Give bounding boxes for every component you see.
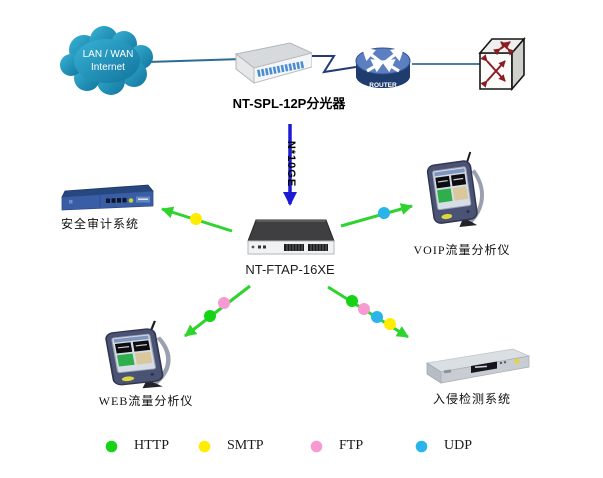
legend-label-ftp: FTP [339, 438, 364, 453]
traffic-dot-http [204, 310, 216, 322]
router-label: ROUTER [369, 82, 397, 89]
ids-label: 入侵检测系统 [432, 392, 512, 406]
traffic-dot-ftp [218, 297, 230, 309]
arrow-to-voip-analyzer [340, 203, 413, 228]
link-cloud-splitter [147, 58, 243, 63]
legend-item-smtp: SMTP [198, 438, 264, 454]
web-analyzer-label: WEB流量分析仪 [98, 394, 194, 408]
uplink-label: N*10GE [285, 140, 297, 188]
traffic-dot-udp [371, 311, 383, 323]
voip-analyzer-label: VOIP流量分析仪 [413, 243, 511, 257]
legend-item-udp: UDP [415, 438, 472, 454]
switch-icon [478, 33, 530, 93]
legend-item-ftp: FTP [310, 438, 363, 454]
security-audit-label: 安全审计系统 [60, 217, 140, 231]
udp-dot-icon [415, 440, 428, 452]
tap-label: NT-FTAP-16XE [245, 262, 335, 277]
cloud-label-line2: Internet [91, 62, 125, 73]
internet-cloud-icon: LAN / WAN Internet [58, 22, 158, 98]
traffic-dot-udp [378, 207, 390, 219]
legend-label-udp: UDP [444, 438, 473, 453]
traffic-dot-ftp [358, 303, 370, 315]
security-audit-icon [60, 184, 154, 212]
protocol-legend: HTTP SMTP FTP UDP [0, 438, 603, 464]
legend-label-http: HTTP [134, 438, 169, 453]
arrow-to-web-analyzer [184, 284, 251, 338]
splitter-label: NT-SPL-12P分光器 [232, 96, 346, 111]
tap-device-icon [246, 219, 336, 259]
traffic-dot-http [346, 295, 358, 307]
ids-icon [419, 347, 531, 385]
link-splitter-router [306, 55, 357, 74]
http-dot-icon [105, 440, 118, 452]
traffic-dot-smtp [384, 318, 396, 330]
router-icon: ROUTER [354, 40, 412, 92]
cloud-label-line1: LAN / WAN [82, 49, 134, 60]
ftp-dot-icon [310, 440, 323, 452]
legend-label-smtp: SMTP [227, 438, 264, 453]
smtp-dot-icon [198, 440, 211, 452]
legend-item-http: HTTP [105, 438, 169, 454]
optical-splitter-icon [228, 40, 312, 86]
traffic-dot-smtp [190, 213, 202, 225]
web-analyzer-icon [102, 320, 174, 390]
voip-analyzer-icon [424, 151, 487, 229]
